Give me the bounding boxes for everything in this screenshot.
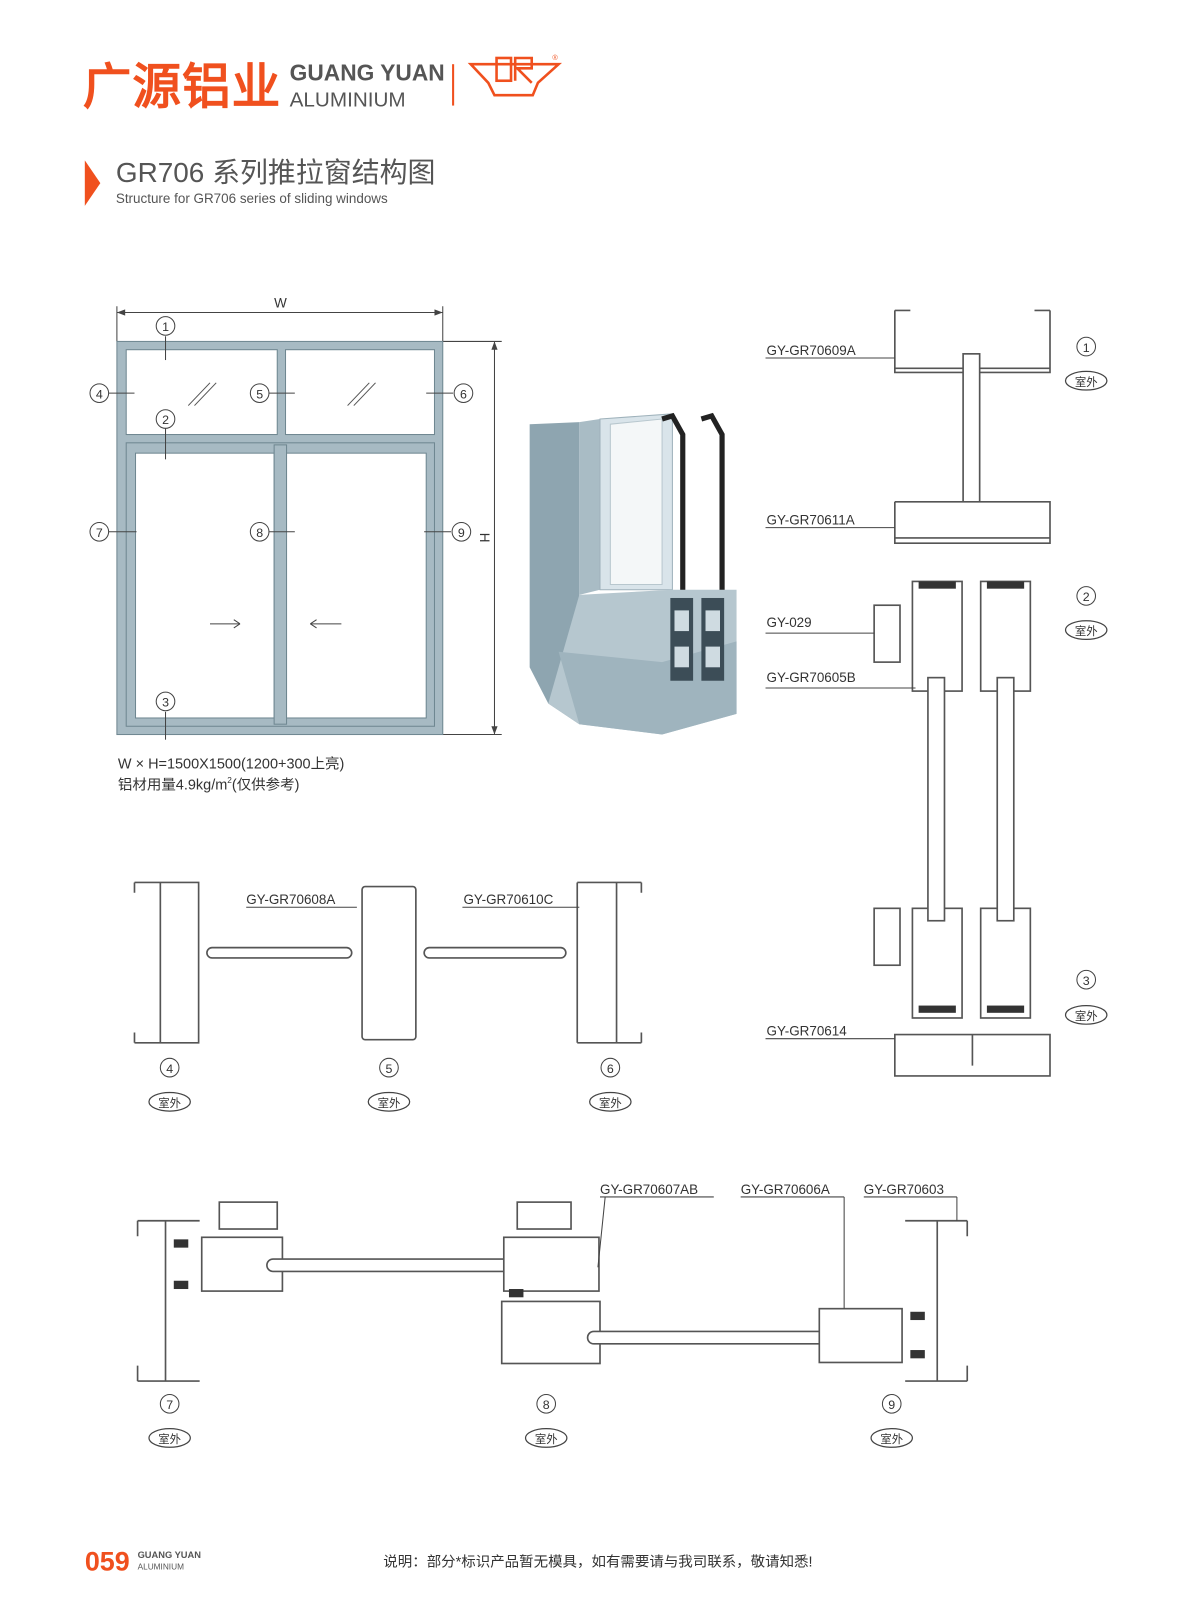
title-block: GR706 系列推拉窗结构图 Structure for GR706 serie…	[84, 157, 436, 206]
part-label: GY-GR70611A	[767, 513, 855, 528]
part-label: GY-GR70603	[864, 1182, 944, 1197]
svg-text:5: 5	[256, 387, 263, 401]
part-label: GY-GR70605B	[767, 670, 856, 685]
spec-dimensions: W × H=1500X1500(1200+300上亮)	[118, 756, 344, 773]
outdoor-badge: 室外	[1075, 375, 1098, 389]
svg-text:5: 5	[386, 1062, 393, 1076]
page-title: GR706 系列推拉窗结构图	[116, 157, 436, 188]
svg-text:8: 8	[543, 1398, 550, 1412]
outdoor-badge: 室外	[599, 1096, 622, 1110]
brand-logo: GR ®	[467, 53, 562, 97]
outdoor-badge: 室外	[158, 1432, 181, 1446]
brand-header: 广源铝业 GUANG YUAN ALUMINIUM GR ®	[83, 53, 562, 115]
outdoor-badge: 室外	[1075, 1009, 1098, 1023]
outdoor-badge: 室外	[158, 1096, 181, 1110]
svg-text:6: 6	[607, 1062, 614, 1076]
svg-text:6: 6	[460, 387, 467, 401]
outdoor-badge: 室外	[535, 1432, 558, 1446]
part-label: GY-GR70614	[767, 1024, 848, 1039]
footer-brand: GUANG YUAN	[138, 1550, 202, 1560]
outdoor-badge: 室外	[880, 1432, 903, 1446]
svg-text:9: 9	[888, 1398, 895, 1412]
width-label: W	[274, 295, 287, 310]
page-footer: 059 GUANG YUAN ALUMINIUM 说明：部分*标识产品暂无模具，…	[85, 1546, 813, 1576]
svg-text:4: 4	[96, 387, 103, 401]
page-subtitle: Structure for GR706 series of sliding wi…	[116, 191, 388, 206]
part-label: GY-GR70609A	[767, 343, 856, 358]
brand-name-en: GUANG YUAN	[290, 60, 445, 86]
outdoor-badge: 室外	[378, 1096, 401, 1110]
svg-text:1: 1	[1083, 341, 1090, 355]
svg-text:7: 7	[166, 1398, 173, 1412]
svg-text:1: 1	[162, 320, 169, 334]
svg-text:3: 3	[1083, 974, 1090, 988]
vertical-section: GY-GR70609A GY-GR70611A GY-029 GY-GR7060…	[765, 309, 1108, 1077]
svg-text:®: ®	[552, 53, 558, 62]
svg-text:3: 3	[162, 696, 169, 710]
title-arrow-icon	[84, 160, 101, 206]
svg-text:4: 4	[166, 1062, 173, 1076]
outdoor-badge: 室外	[1075, 624, 1098, 638]
height-label: H	[477, 533, 492, 543]
svg-text:8: 8	[256, 526, 263, 540]
part-label: GY-GR70610C	[463, 892, 553, 907]
slide-arrow-left-icon	[310, 619, 342, 629]
svg-text:2: 2	[162, 413, 169, 427]
svg-text:7: 7	[96, 526, 103, 540]
part-label: GY-GR70607AB	[600, 1182, 698, 1197]
svg-text:2: 2	[1083, 590, 1090, 604]
slide-arrow-right-icon	[210, 619, 241, 629]
window-elevation: W H 1 2 3 4 5 6 7 8	[89, 295, 502, 793]
spec-material-usage: 铝材用量4.9kg/m2(仅供参考)	[118, 776, 299, 793]
part-label: GY-GR70606A	[741, 1182, 830, 1197]
mullion-section: GY-GR70608A GY-GR70610C 4 5 6 室外 室外 室外	[133, 881, 643, 1112]
svg-text:9: 9	[458, 526, 465, 540]
footer-brand-2: ALUMINIUM	[138, 1562, 184, 1571]
footer-note: 说明：部分*标识产品暂无模具，如有需要请与我司联系，敬请知悉!	[383, 1553, 812, 1570]
corner-profile-render	[529, 412, 737, 735]
brand-name-en-2: ALUMINIUM	[290, 89, 406, 112]
page-number: 059	[85, 1546, 130, 1576]
part-label: GY-GR70608A	[246, 892, 335, 907]
horizontal-section: GY-GR70607AB GY-GR70606A GY-GR70603 7 8 …	[136, 1182, 969, 1448]
brand-name-cn: 广源铝业	[83, 60, 282, 114]
elevation-callouts: 1 2 3 4 5 6 7 8 9	[89, 316, 474, 712]
part-label: GY-029	[767, 615, 812, 630]
